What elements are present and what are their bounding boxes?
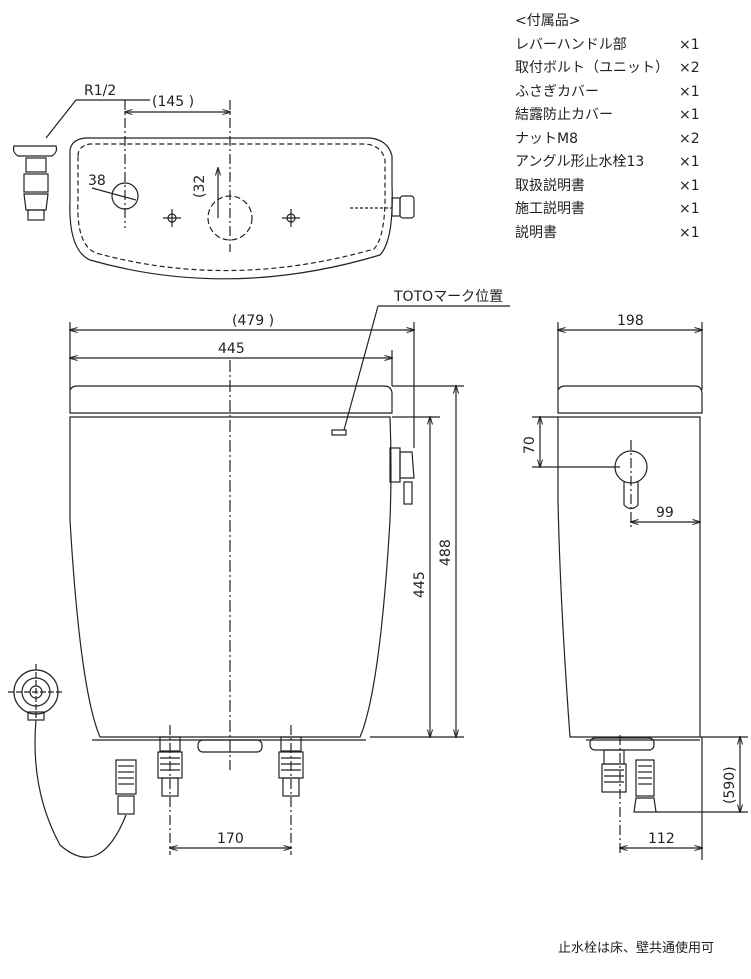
r12-leader xyxy=(45,99,150,139)
label-38: 38 xyxy=(88,173,106,189)
angle-valve-top xyxy=(12,145,58,221)
tank-top-outline-outer xyxy=(69,137,393,280)
accessory-name: アングル形止水栓13 xyxy=(515,154,645,170)
accessory-qty: ×2 xyxy=(679,130,700,147)
tank-body-front xyxy=(69,416,392,738)
top-view xyxy=(12,99,415,280)
label-488: 488 xyxy=(438,539,454,566)
tank-body-side xyxy=(557,416,701,738)
accessory-item: 説明書 ×1 xyxy=(515,222,740,246)
lever-handle-top xyxy=(350,195,415,219)
label-198: 198 xyxy=(617,313,644,329)
accessory-item: 取扱説明書 ×1 xyxy=(515,175,740,199)
angle-valve-front xyxy=(8,664,137,858)
accessory-item: 結露防止カバー ×1 xyxy=(515,104,740,128)
accessory-name: 結露防止カバー xyxy=(515,107,613,123)
lever-handle-front xyxy=(389,447,415,505)
toto-mark xyxy=(331,429,347,436)
tank-lid-front xyxy=(69,385,393,414)
accessory-name: 取扱説明書 xyxy=(515,177,585,194)
bolt-hole-left xyxy=(163,209,181,227)
tank-top-outline-inner xyxy=(77,143,386,272)
supply-hose xyxy=(34,719,127,858)
accessory-list-title: <付属品> xyxy=(515,13,581,29)
accessory-name: ナットM8 xyxy=(515,130,578,147)
accessory-qty: ×1 xyxy=(679,177,700,194)
accessory-item: 施工説明書 ×1 xyxy=(515,198,740,222)
label-32: (32 xyxy=(192,175,208,198)
accessory-qty: ×1 xyxy=(679,36,700,53)
toto-mark-leader-angled xyxy=(343,305,379,431)
label-445-height: 445 xyxy=(412,571,428,598)
accessory-name: 取付ボルト（ユニット） xyxy=(515,60,669,76)
label-70: 70 xyxy=(522,436,538,454)
accessory-item: アングル形止水栓13 ×1 xyxy=(515,151,740,175)
label-112: 112 xyxy=(648,831,675,847)
accessory-qty: ×1 xyxy=(679,224,700,241)
dim-38-leader xyxy=(91,187,137,201)
side-angle-valve xyxy=(601,749,657,813)
label-r12: R1/2 xyxy=(84,83,116,99)
label-479: (479 ) xyxy=(232,313,274,329)
accessory-qty: ×1 xyxy=(679,107,700,123)
label-99: 99 xyxy=(656,505,674,521)
label-590: (590) xyxy=(722,766,738,804)
accessory-qty: ×1 xyxy=(679,154,700,170)
accessory-list: <付属品> レバーハンドル部×1 取付ボルト（ユニット）×2 ふさぎカバー×1 … xyxy=(515,10,740,245)
label-445-width: 445 xyxy=(218,341,245,357)
label-170: 170 xyxy=(217,831,244,847)
accessory-item: ふさぎカバー ×1 xyxy=(515,81,740,105)
label-toto-mark: TOTOマーク位置 xyxy=(393,289,503,305)
front-view xyxy=(8,305,510,858)
accessory-item: 取付ボルト（ユニット） ×2 xyxy=(515,57,740,81)
accessory-name: ふさぎカバー xyxy=(515,83,599,100)
accessory-item: レバーハンドル部 ×1 xyxy=(515,34,740,58)
accessory-name: 説明書 xyxy=(515,224,557,241)
side-view xyxy=(532,322,748,860)
accessory-item: ナットM8 ×2 xyxy=(515,128,740,152)
label-145: (145 ) xyxy=(152,94,194,110)
accessory-name: レバーハンドル部 xyxy=(515,36,627,53)
footer-note: 止水栓は床、壁共通使用可 xyxy=(558,941,715,956)
dimension-labels: R1/2 (145 ) 38 (32 TOTOマーク位置 (479 ) 445 … xyxy=(84,83,738,847)
accessory-qty: ×1 xyxy=(679,83,700,100)
accessory-qty: ×2 xyxy=(679,60,700,76)
bolt-hole-right xyxy=(282,209,300,227)
tank-lid-side xyxy=(557,385,703,414)
accessory-name: 施工説明書 xyxy=(515,201,585,217)
accessory-qty: ×1 xyxy=(679,201,700,217)
